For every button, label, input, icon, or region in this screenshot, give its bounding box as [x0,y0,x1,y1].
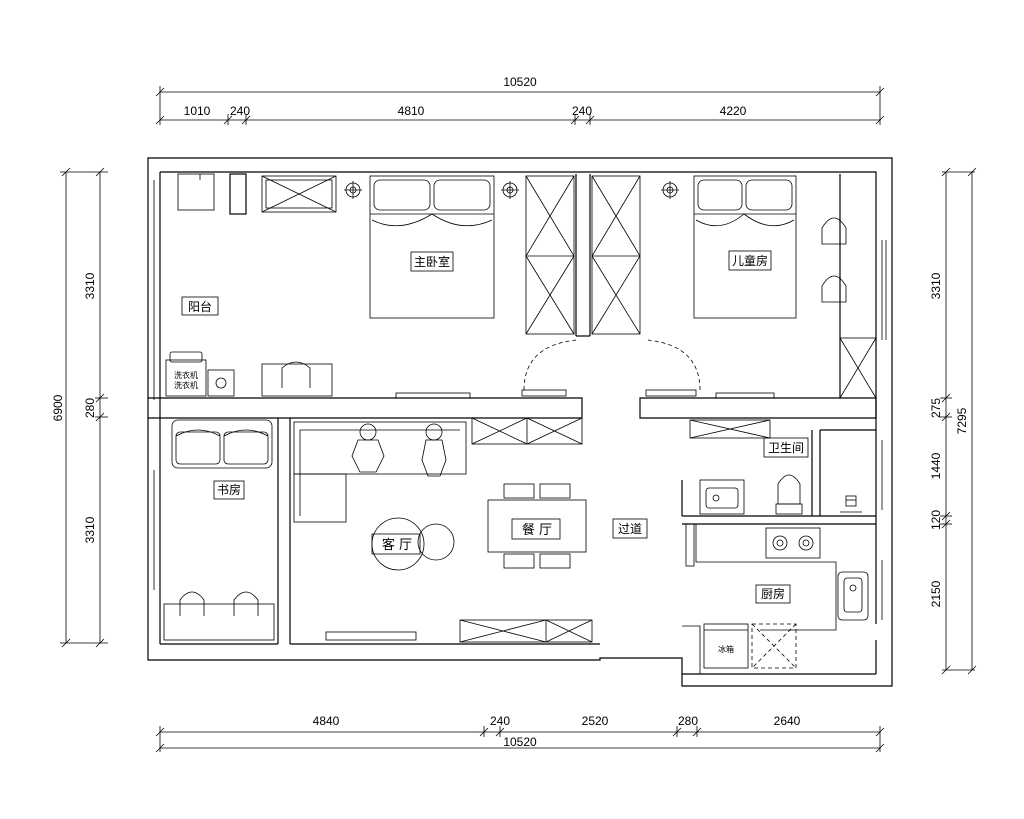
living-sofa [293,421,467,475]
chair-icon [821,217,847,245]
kids-bed [693,175,797,319]
balcony-fixtures: 洗衣机 洗衣机 阳台 [165,173,333,397]
washer-label-bottom: 洗衣机 [174,380,198,390]
room-label-corridor: 过道 [618,522,642,536]
living-room: 客 厅 [293,417,593,643]
balcony-cabinet-2 [261,363,333,397]
left-dimension-group: 6900 3310 280 3310 [51,167,108,648]
bottom-dim-5: 2640 [774,714,801,728]
lamp-icon [661,181,679,199]
room-label-kitchen: 厨房 [761,586,785,601]
living-cabinet [459,619,593,643]
fridge-label: 冰箱 [718,644,734,654]
bottom-dim-4: 280 [678,714,698,728]
left-dim-1: 3310 [83,272,97,299]
corridor-shelf [685,523,695,567]
study-room: 书房 [163,419,275,641]
bathroom-fixture [845,495,857,507]
person-icon [351,423,385,473]
top-total-dim: 10520 [503,75,537,89]
top-dim-4: 240 [572,104,592,118]
interior-walls [148,173,877,674]
top-dim-2: 240 [230,104,250,118]
washing-machine [165,359,207,397]
right-total-dim: 7295 [955,407,969,434]
left-dim-3: 3310 [83,516,97,543]
kids-door-swing [647,339,701,391]
chair-icon [821,275,847,303]
master-tv-cabinet [261,175,337,213]
room-label-study: 书房 [217,482,241,497]
room-label-bathroom: 卫生间 [768,441,804,455]
dining-room: 餐 厅 过道 [487,483,648,569]
room-label-balcony: 阳台 [188,299,212,314]
master-bedroom: 主卧室 [261,175,775,399]
toilet-icon [775,474,803,515]
master-wardrobe [525,175,575,335]
balcony-cabinet [177,173,215,211]
kids-cabinet [839,337,877,399]
right-dim-1: 3310 [929,272,943,299]
master-bed [369,175,495,319]
top-dim-5: 4220 [720,104,747,118]
outer-walls [147,157,893,687]
bathroom: 卫生间 [685,419,862,567]
right-dim-5: 2150 [929,580,943,607]
bathroom-cabinet [689,419,771,439]
top-dim-1: 1010 [184,104,211,118]
master-door-swing [523,339,577,391]
dining-table [487,499,587,553]
fridge [703,623,749,669]
dining-chair [503,483,535,499]
bottom-dim-2: 240 [490,714,510,728]
room-label-dining-room: 餐 厅 [522,522,552,538]
right-dim-2: 275 [929,398,943,418]
dining-chair [539,483,571,499]
dining-chair [503,553,535,569]
tv-stand [325,631,417,641]
left-total-dim: 6900 [51,394,65,421]
right-dimension-group: 3310 275 1440 120 2150 7295 [929,167,977,675]
bathroom-sink [699,479,745,515]
kitchen-sink [837,571,869,621]
gas-stove-icon [765,527,821,559]
kitchen: 厨房 冰箱 [703,527,869,669]
right-dim-4: 120 [929,510,943,530]
kids-wardrobe [591,175,641,335]
kids-room: 儿童房 [661,175,877,399]
bottom-dim-3: 2520 [582,714,609,728]
person-icon [421,423,447,477]
top-dimension-group: 10520 1010 240 4810 240 4220 [155,75,885,125]
study-sofa [171,419,273,469]
lamp-icon [344,181,362,199]
lamp-icon [501,181,519,199]
room-label-master-bedroom: 主卧室 [414,254,450,269]
room-label-living-room: 客 厅 [382,537,412,553]
dining-chair [539,553,571,569]
left-dim-2: 280 [83,398,97,418]
sofa-chaise [293,473,347,523]
coffee-table-small [417,523,455,561]
room-label-kids-room: 儿童房 [732,253,768,268]
study-desk [163,603,275,641]
floor-drain-box [207,369,235,397]
kitchen-appliance-zone [751,623,797,669]
bottom-dim-1: 4840 [313,714,340,728]
bottom-dimension-group: 4840 240 2520 280 2640 10520 [155,714,885,753]
right-dim-3: 1440 [929,452,943,479]
bottom-total-dim: 10520 [503,735,537,749]
washer-label-top: 洗衣机 [174,370,198,380]
top-dim-3: 4810 [398,104,425,118]
